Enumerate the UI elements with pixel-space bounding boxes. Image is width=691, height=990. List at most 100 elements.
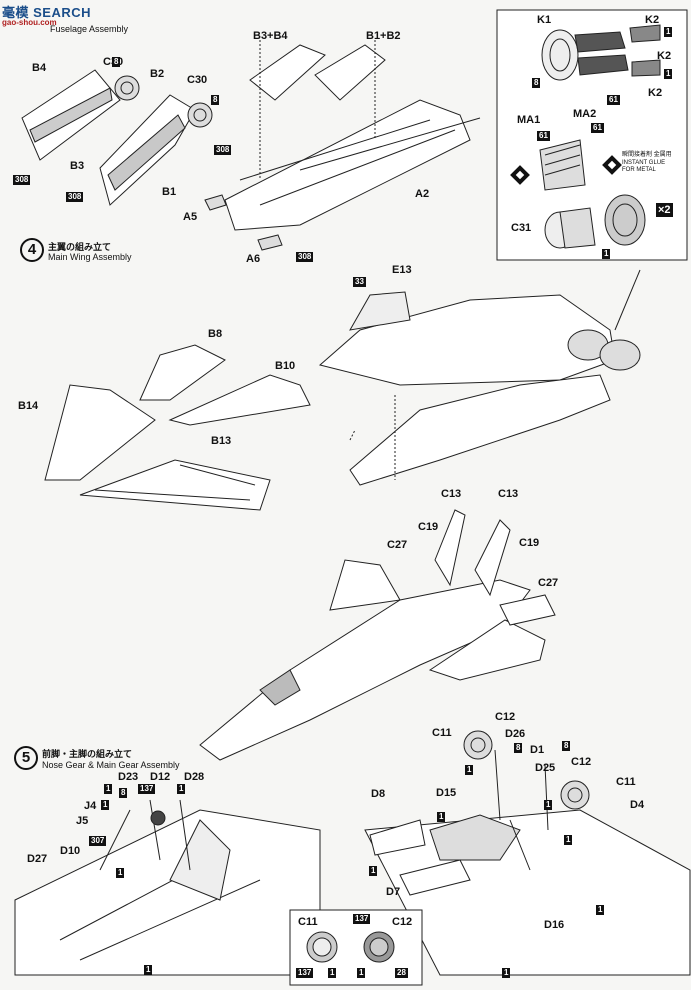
- runner-number-badge: 61: [591, 123, 604, 133]
- part-label: B14: [18, 400, 39, 412]
- part-label: C19: [418, 521, 439, 533]
- runner-number-badge: 1: [177, 784, 186, 794]
- runner-number-badge: 1: [564, 835, 573, 845]
- part-label: D12: [150, 771, 171, 783]
- wheel-inset-drawing: [306, 931, 395, 963]
- glue-note-en2: FOR METAL: [622, 167, 656, 173]
- runner-number-badge: 137: [296, 968, 314, 978]
- runner-number-badge: 61: [607, 95, 620, 105]
- runner-number-badge: 1: [369, 866, 378, 876]
- runner-number-badge: 61: [537, 131, 550, 141]
- part-label: D16: [544, 919, 565, 931]
- part-label: B2: [150, 68, 165, 80]
- runner-number-badge: 1: [664, 69, 673, 79]
- part-label: D8: [371, 788, 386, 800]
- glue-note-en1: INSTANT GLUE: [622, 160, 666, 166]
- part-label: C30: [187, 74, 208, 86]
- part-label: B1: [162, 186, 177, 198]
- part-label: D7: [386, 886, 401, 898]
- runner-number-badge: 308: [214, 145, 232, 155]
- step4-number: 4: [20, 238, 44, 262]
- part-label: K1: [537, 14, 552, 26]
- part-label: MA1: [517, 114, 541, 126]
- runner-number-badge: 1: [116, 868, 125, 878]
- part-label: B1+B2: [366, 30, 401, 42]
- runner-number-badge: 8: [112, 57, 121, 67]
- runner-number-badge: 1: [328, 968, 337, 978]
- runner-number-badge: 8: [532, 78, 541, 88]
- runner-number-badge: 1: [502, 968, 511, 978]
- part-label: D10: [60, 845, 81, 857]
- part-label: D4: [630, 799, 645, 811]
- glue-note-jp: 瞬間接着剤 金属用: [622, 152, 672, 158]
- step3-title: Fuselage Assembly: [50, 24, 129, 34]
- part-label: C11: [616, 776, 636, 788]
- wing-parts: [44, 344, 311, 511]
- runner-number-badge: 308: [13, 175, 31, 185]
- runner-number-badge: 1: [544, 800, 553, 810]
- part-label: B3: [70, 160, 85, 172]
- runner-number-badge: 1: [357, 968, 366, 978]
- aircraft-drawing: [199, 509, 556, 761]
- part-label: A5: [183, 211, 198, 223]
- part-label: C19: [519, 537, 540, 549]
- runner-number-badge: 8: [562, 741, 571, 751]
- part-label: J4: [84, 800, 97, 812]
- runner-number-badge: 1: [602, 249, 611, 259]
- runner-number-badge: 1: [144, 965, 153, 975]
- step5-title-jp: 前脚・主脚の組み立て: [42, 749, 133, 759]
- step4-title-en: Main Wing Assembly: [48, 252, 132, 262]
- part-label: D15: [436, 787, 457, 799]
- runner-number-badge: 8: [119, 788, 128, 798]
- step5-title-en: Nose Gear & Main Gear Assembly: [42, 760, 180, 770]
- engine-nozzle-parts: [539, 24, 661, 249]
- runner-number-badge: 1: [104, 784, 113, 794]
- landing-gear-drawing: [14, 730, 691, 976]
- runner-number-badge: 1: [101, 800, 110, 810]
- part-label: J5: [76, 815, 89, 827]
- part-label: K2: [657, 50, 672, 62]
- part-label: C13: [441, 488, 462, 500]
- part-label: C31: [511, 222, 532, 234]
- runner-number-badge: 307: [89, 836, 107, 846]
- part-label: K2: [645, 14, 660, 26]
- part-label: D28: [184, 771, 205, 783]
- part-label: D23: [118, 771, 139, 783]
- part-label: B4: [32, 62, 47, 74]
- part-label: A2: [415, 188, 430, 200]
- watermark-url: gao-shou.com: [2, 18, 57, 27]
- part-label: C13: [498, 488, 519, 500]
- part-label: C27: [387, 539, 408, 551]
- part-label: D25: [535, 762, 556, 774]
- runner-number-badge: 1: [664, 27, 673, 37]
- fuselage-assembly-drawing: [318, 269, 641, 486]
- part-label: C11: [432, 727, 452, 739]
- runner-number-badge: 1: [596, 905, 605, 915]
- part-label: K2: [648, 87, 663, 99]
- times-two-badge: ×2: [656, 203, 673, 217]
- part-label: D26: [505, 728, 526, 740]
- part-label: A6: [246, 253, 261, 265]
- part-label: D1: [530, 744, 545, 756]
- part-label: B13: [211, 435, 232, 447]
- watermark-brand: 毫模 SEARCH: [2, 5, 92, 20]
- part-label: C12: [392, 916, 413, 928]
- part-label: C11: [298, 916, 318, 928]
- runner-number-badge: 308: [296, 252, 314, 262]
- runner-number-badge: 8: [514, 743, 523, 753]
- fuselage-parts: [21, 40, 481, 251]
- step4-title-jp: 主翼の組み立て: [48, 242, 112, 252]
- runner-number-badge: 33: [353, 277, 366, 287]
- runner-number-badge: 1: [437, 812, 446, 822]
- runner-number-badge: 137: [353, 914, 371, 924]
- part-label: C27: [538, 577, 559, 589]
- part-label: B10: [275, 360, 296, 372]
- runner-number-badge: 1: [465, 765, 474, 775]
- runner-number-badge: 28: [395, 968, 408, 978]
- step5-number: 5: [14, 746, 38, 770]
- runner-number-badge: 308: [66, 192, 84, 202]
- part-label: B8: [208, 328, 223, 340]
- part-label: MA2: [573, 108, 597, 120]
